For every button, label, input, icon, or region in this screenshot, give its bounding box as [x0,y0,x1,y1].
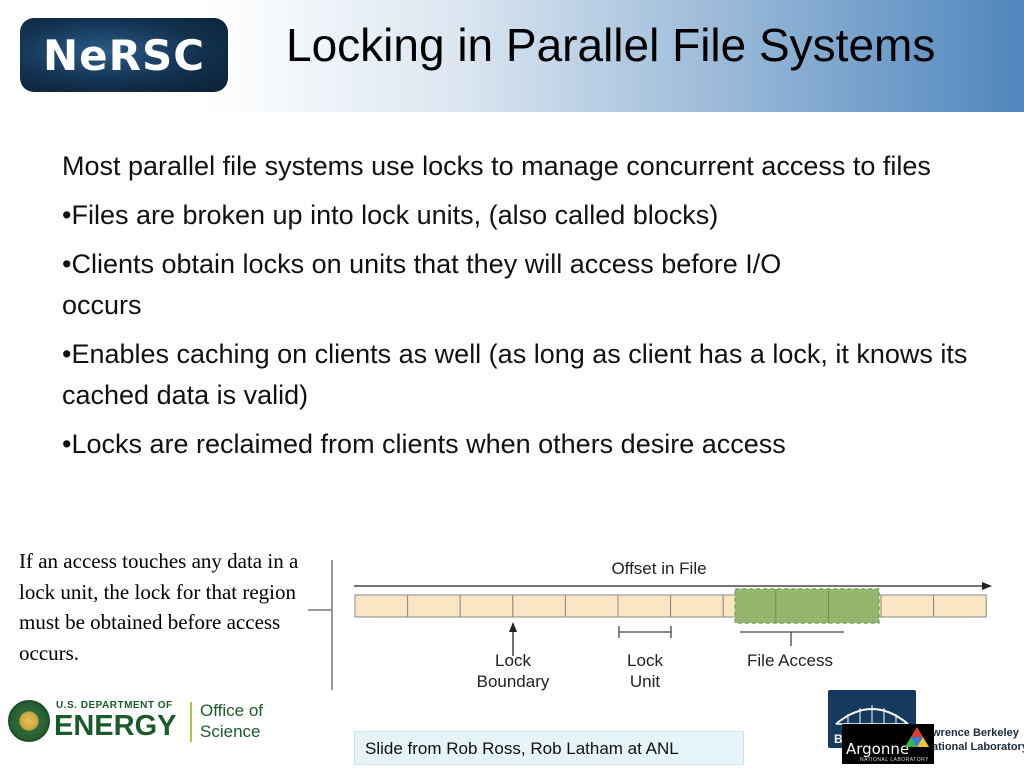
berkeley-lab-name-line2: ational Laboratory [932,741,1024,753]
lock-unit [407,594,461,618]
body-intro: Most parallel file systems use locks to … [62,151,931,181]
argonne-logo-text: Argonne [846,740,910,758]
nersc-logo-text: NeRSC [42,30,206,80]
file-access-label: File Access [747,651,833,670]
lock-unit-diagram: Offset in File Lock Boundary Lock Unit F… [308,559,992,691]
bullet-obtain-locks: •Clients obtain locks on units that they… [62,249,782,320]
argonne-logo-subtext: NATIONAL LABORATORY [860,757,929,763]
file-access-dividers [775,589,829,623]
berkeley-lab-name: wrence Berkeley ational Laboratory [932,726,1024,754]
doe-seal-icon [8,700,50,742]
lock-units-row [354,594,987,618]
doe-office-text: Office of Science [200,701,263,741]
file-access-region [734,588,880,624]
nersc-logo: NeRSC [20,18,228,92]
side-note: If an access touches any data in a lock … [19,549,299,665]
lock-unit [880,594,935,618]
lock-unit [459,594,514,618]
lock-unit [617,594,672,618]
bullet-reclaimed: •Locks are reclaimed from clients when o… [62,429,786,459]
berkeley-lab-name-line1: wrence Berkeley [932,727,1019,739]
doe-energy-text: ENERGY [54,710,177,742]
lock-unit [564,594,619,618]
slide-title: Locking in Parallel File Systems [286,19,936,71]
lock-boundary-label-2: Boundary [477,672,550,691]
bullet-caching: •Enables caching on clients as well (as … [62,339,968,410]
bullet-lock-units: •Files are broken up into lock units, (a… [62,200,719,230]
lock-boundary-arrowhead [509,622,517,632]
offset-axis-label: Offset in File [611,559,706,578]
lock-boundary-label-1: Lock [495,651,531,670]
slide-credit: Slide from Rob Ross, Rob Latham at ANL [354,731,744,765]
lock-unit-label-2: Unit [630,672,661,691]
lock-unit-label-1: Lock [627,651,663,670]
slide-body: Most parallel file systems use locks to … [62,146,972,473]
lock-unit [933,594,987,618]
doe-department-text: U.S. DEPARTMENT OF [56,700,173,711]
doe-divider [190,702,192,742]
lock-unit [670,594,724,618]
argonne-triangle-icon [905,727,929,747]
lock-unit [354,594,409,618]
lock-unit [512,594,566,618]
argonne-logo: Argonne NATIONAL LABORATORY [842,724,934,764]
offset-axis-arrowhead [982,582,992,590]
doe-office-of-science-logo: U.S. DEPARTMENT OF ENERGY Office of Scie… [6,698,266,746]
